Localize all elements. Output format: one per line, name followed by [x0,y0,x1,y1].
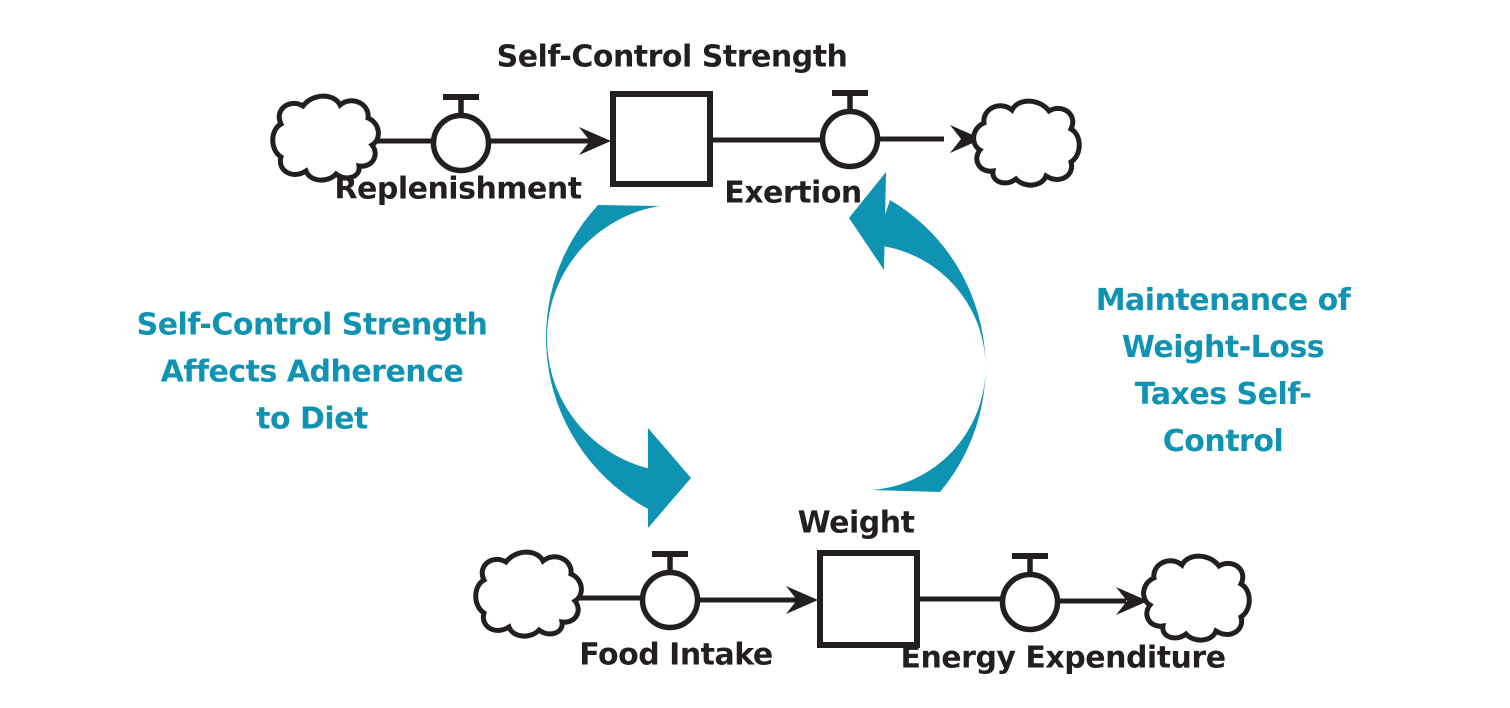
bottom-stock-label: Weight [797,505,915,541]
valve-icon-replenishment [434,97,489,171]
flow-pipes [370,136,1126,604]
loop-annotation-right-line2: Weight-Loss [1121,330,1325,365]
loop-annotation-left-line2: Affects Adherence [160,354,464,390]
loop-annotation-right: Maintenance of Weight-Loss Taxes Self-Co… [1080,277,1367,465]
stock-box-self-control-strength [610,91,713,187]
stock-box-weight [817,550,920,648]
sink-cloud-icon-bottom-right [1144,556,1250,640]
inflow-label-food-intake: Food Intake [579,637,773,673]
sink-cloud-icon-top-right [974,101,1080,185]
valve-icon-energy-expenditure [1003,556,1058,630]
outflow-label-exertion: Exertion [724,175,862,211]
source-cloud-icon-bottom-left [476,552,582,636]
loop-annotation-left: Self-Control Strength Affects Adherence … [137,302,488,443]
loop-annotation-right-line3: Taxes Self-Control [1134,377,1312,459]
loop-arrow-right-head [849,172,886,270]
valve-icon-exertion [823,93,878,167]
outflow-label-energy-expenditure: Energy Expenditure [900,640,1226,676]
valve-icon-food-intake [643,554,698,628]
top-stock-label: Self-Control Strength [496,39,848,75]
loop-annotation-left-line3: to Diet [256,401,368,437]
loop-arrow-left [546,205,660,510]
loop-annotation-left-line1: Self-Control Strength [136,307,488,343]
loop-annotation-right-line1: Maintenance of [1095,283,1351,318]
source-cloud-icon-top-left [273,96,379,180]
feedback-loop [546,172,986,528]
loop-arrow-right [872,200,986,492]
inflow-label-replenishment: Replenishment [334,171,582,207]
loop-arrow-left-head [648,428,691,528]
